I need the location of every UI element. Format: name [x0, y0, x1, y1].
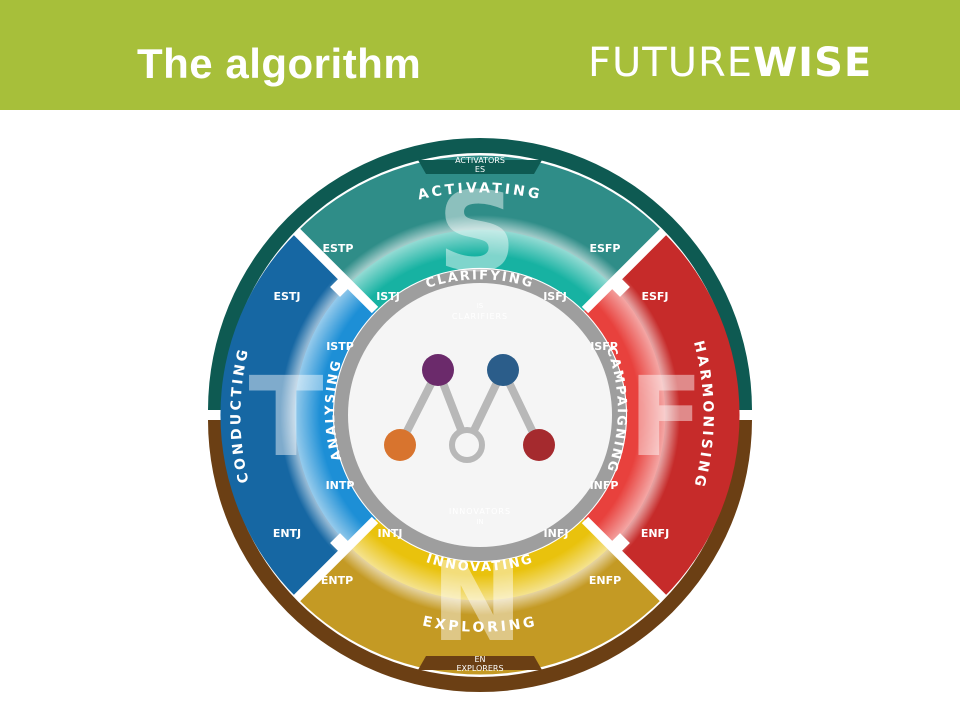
- letter-f: F: [628, 353, 703, 481]
- type-infp: INFP: [590, 479, 619, 492]
- type-intj: INTJ: [378, 527, 403, 540]
- brand-logo: FUTUREWISE: [588, 40, 872, 86]
- inner-tag-top-line1: IS: [477, 302, 484, 310]
- brand-text-future: FUTURE: [588, 40, 754, 86]
- letter-n: N: [431, 538, 523, 666]
- page-title: The algorithm: [137, 40, 422, 87]
- type-esfp: ESFP: [589, 242, 620, 255]
- letter-s: S: [437, 168, 516, 296]
- type-entj: ENTJ: [273, 527, 301, 540]
- bottom-tab-line1: EN: [474, 655, 485, 664]
- type-esfj: ESFJ: [641, 290, 668, 303]
- type-infj: INFJ: [544, 527, 569, 540]
- center-logo: [384, 354, 555, 463]
- type-estp: ESTP: [322, 242, 353, 255]
- inner-tag-bottom-line2: IN: [476, 518, 483, 526]
- top-tab-line2: ES: [475, 165, 485, 174]
- label-activating: ACTIVATING: [416, 180, 543, 203]
- logo-dot-open: [449, 427, 485, 463]
- inner-tag-bottom-line1: INNOVATORS: [449, 507, 511, 516]
- type-estj: ESTJ: [273, 290, 300, 303]
- logo-dot-red: [523, 429, 555, 461]
- type-istp: ISTP: [326, 340, 354, 353]
- bottom-tab-line2: EXPLORERS: [456, 664, 503, 673]
- type-isfj: ISFJ: [543, 290, 567, 303]
- type-enfj: ENFJ: [641, 527, 669, 540]
- logo-dot-orange: [384, 429, 416, 461]
- top-tab: [418, 160, 542, 174]
- type-isfp: ISFP: [590, 340, 618, 353]
- logo-dot-purple: [422, 354, 454, 386]
- type-intp: INTP: [326, 479, 355, 492]
- top-tab-line1: ACTIVATORS: [455, 156, 505, 165]
- type-istj: ISTJ: [376, 290, 400, 303]
- letter-t: T: [248, 353, 323, 481]
- type-entp: ENTP: [321, 574, 353, 587]
- header-bar: The algorithm FUTUREWISE: [0, 0, 960, 110]
- logo-dot-navy: [487, 354, 519, 386]
- label-conducting: CONDUCTING: [228, 345, 252, 484]
- type-enfp: ENFP: [589, 574, 621, 587]
- label-exploring: EXPLORING: [421, 614, 539, 636]
- inner-tag-top-line2: CLARIFIERS: [452, 312, 508, 321]
- bottom-tab: [418, 656, 542, 670]
- brand-text-wise: WISE: [753, 40, 873, 86]
